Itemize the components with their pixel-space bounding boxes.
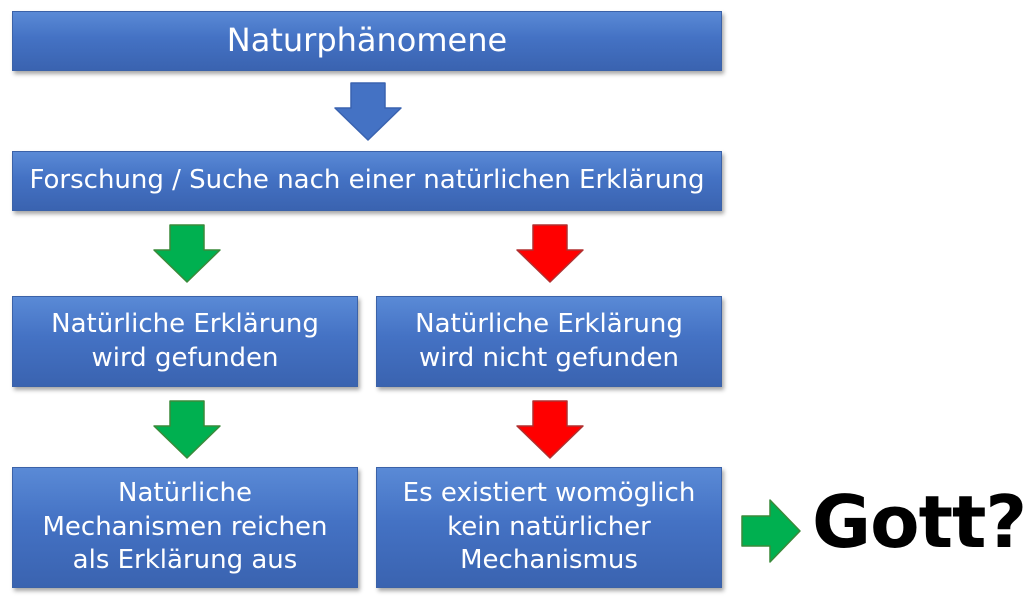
box-kein-mechanismus: Es existiert womöglich kein natürlicher … [376, 467, 722, 588]
box-erklaerung-gefunden: Natürliche Erklärung wird gefunden [12, 296, 358, 387]
arrow-right-green-icon [741, 499, 801, 563]
arrow-down-red-icon [516, 400, 584, 459]
box-forschung: Forschung / Suche nach einer natürlichen… [12, 151, 722, 211]
box-erklaerung-nicht-gefunden: Natürliche Erklärung wird nicht gefunden [376, 296, 722, 387]
arrow-down-blue-icon [334, 82, 402, 141]
box-mechanismen-reichen: Natürliche Mechanismen reichen als Erklä… [12, 467, 358, 588]
arrow-down-green-icon [153, 224, 221, 283]
conclusion-text: Gott? [812, 480, 1024, 564]
box-naturphaenomene: Naturphänomene [12, 11, 722, 71]
arrow-down-red-icon [516, 224, 584, 283]
arrow-down-green-icon [153, 400, 221, 459]
